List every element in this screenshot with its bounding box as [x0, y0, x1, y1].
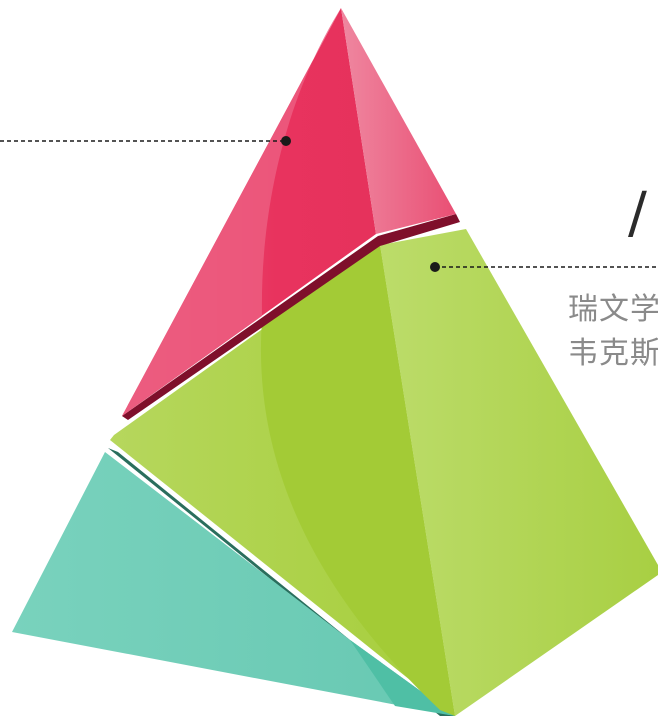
leader-dot-middle — [430, 262, 440, 272]
top-tier-right-face — [341, 8, 456, 234]
leader-line-middle — [430, 262, 658, 272]
middle-tier-right-face — [380, 229, 658, 716]
top-tier-left-highlight — [122, 8, 341, 416]
middle-tier — [110, 229, 658, 716]
heading-fragment: / — [628, 181, 647, 246]
bottom-tier-top-face — [108, 448, 455, 716]
leader-dot-top — [281, 136, 291, 146]
description-line-1: 瑞文学 — [568, 292, 658, 327]
top-tier-shadow-edge — [122, 214, 460, 420]
leader-line-top — [0, 136, 291, 146]
bottom-tier-front-face — [12, 452, 455, 716]
description-line-2: 韦克斯 — [568, 336, 658, 371]
top-tier — [122, 8, 460, 420]
middle-tier-center-highlight — [260, 245, 455, 716]
